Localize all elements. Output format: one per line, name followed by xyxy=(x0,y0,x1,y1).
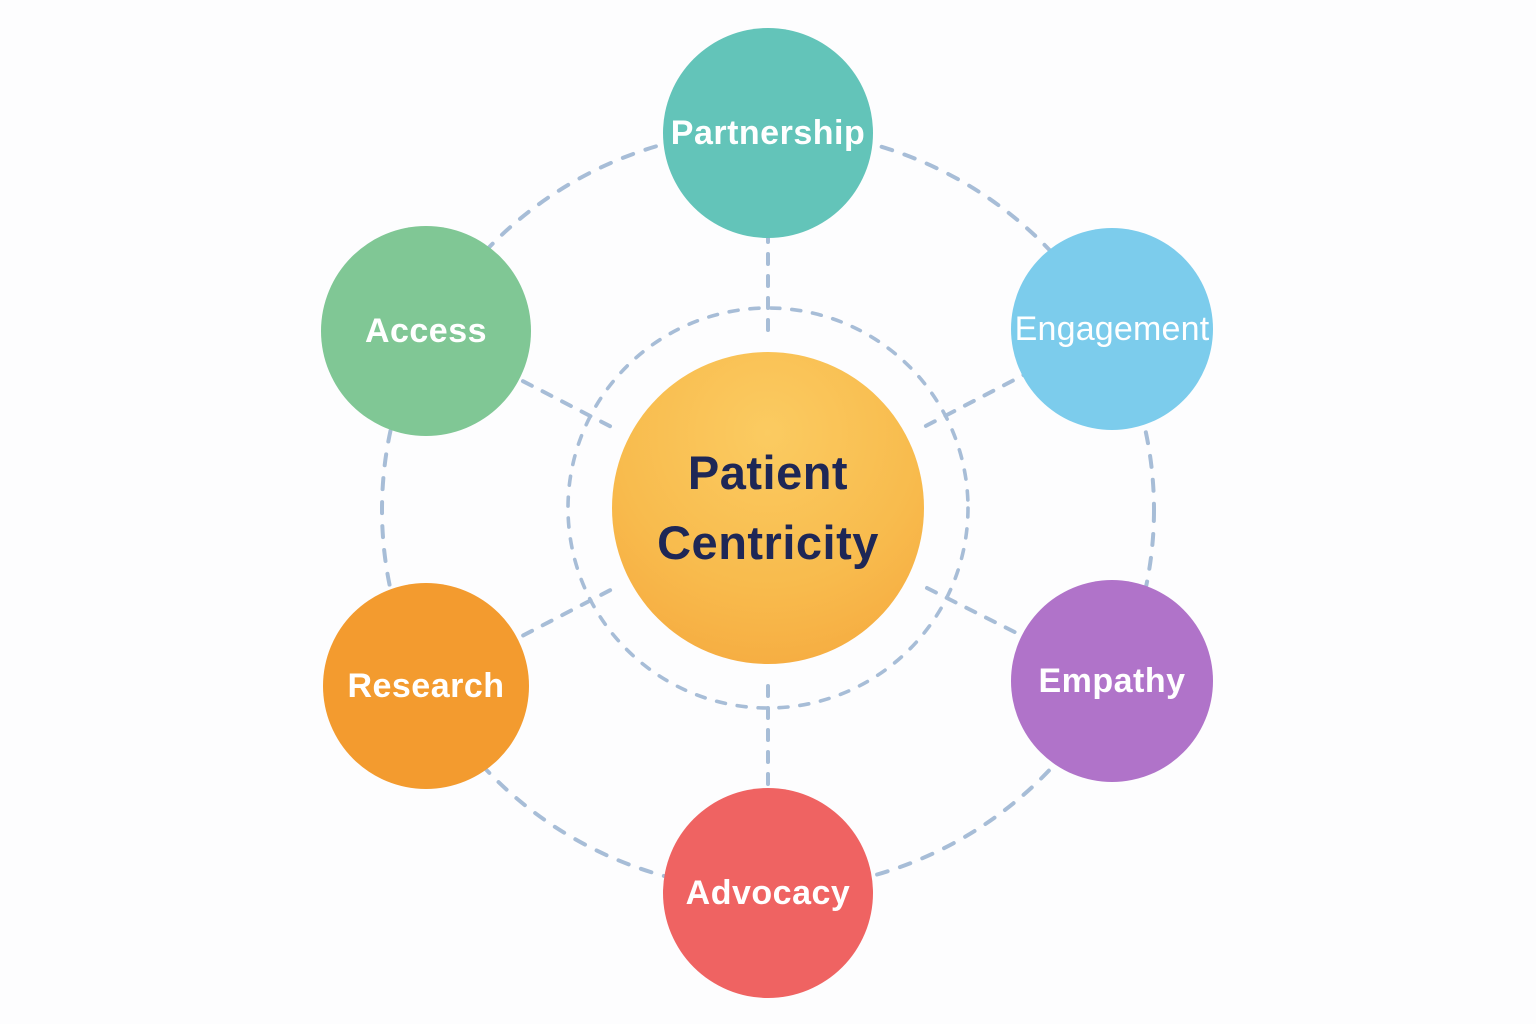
node-access-label: Access xyxy=(364,311,488,350)
node-research: Research xyxy=(323,583,529,789)
hub-patient-centricity: Patient Centricity xyxy=(612,352,924,664)
node-engagement: Engagement xyxy=(1011,228,1213,430)
node-advocacy-label: Advocacy xyxy=(685,873,851,912)
node-advocacy: Advocacy xyxy=(663,788,873,998)
node-partnership: Partnership xyxy=(663,28,873,238)
hub-label-line1: Patient xyxy=(687,446,849,499)
node-access: Access xyxy=(321,226,531,436)
node-research-label: Research xyxy=(347,666,505,705)
node-partnership-label: Partnership xyxy=(670,113,866,152)
node-engagement-label: Engagement xyxy=(1014,309,1210,348)
node-empathy-label: Empathy xyxy=(1038,661,1186,700)
hub-label-line2: Centricity xyxy=(657,516,879,569)
node-empathy: Empathy xyxy=(1011,580,1213,782)
